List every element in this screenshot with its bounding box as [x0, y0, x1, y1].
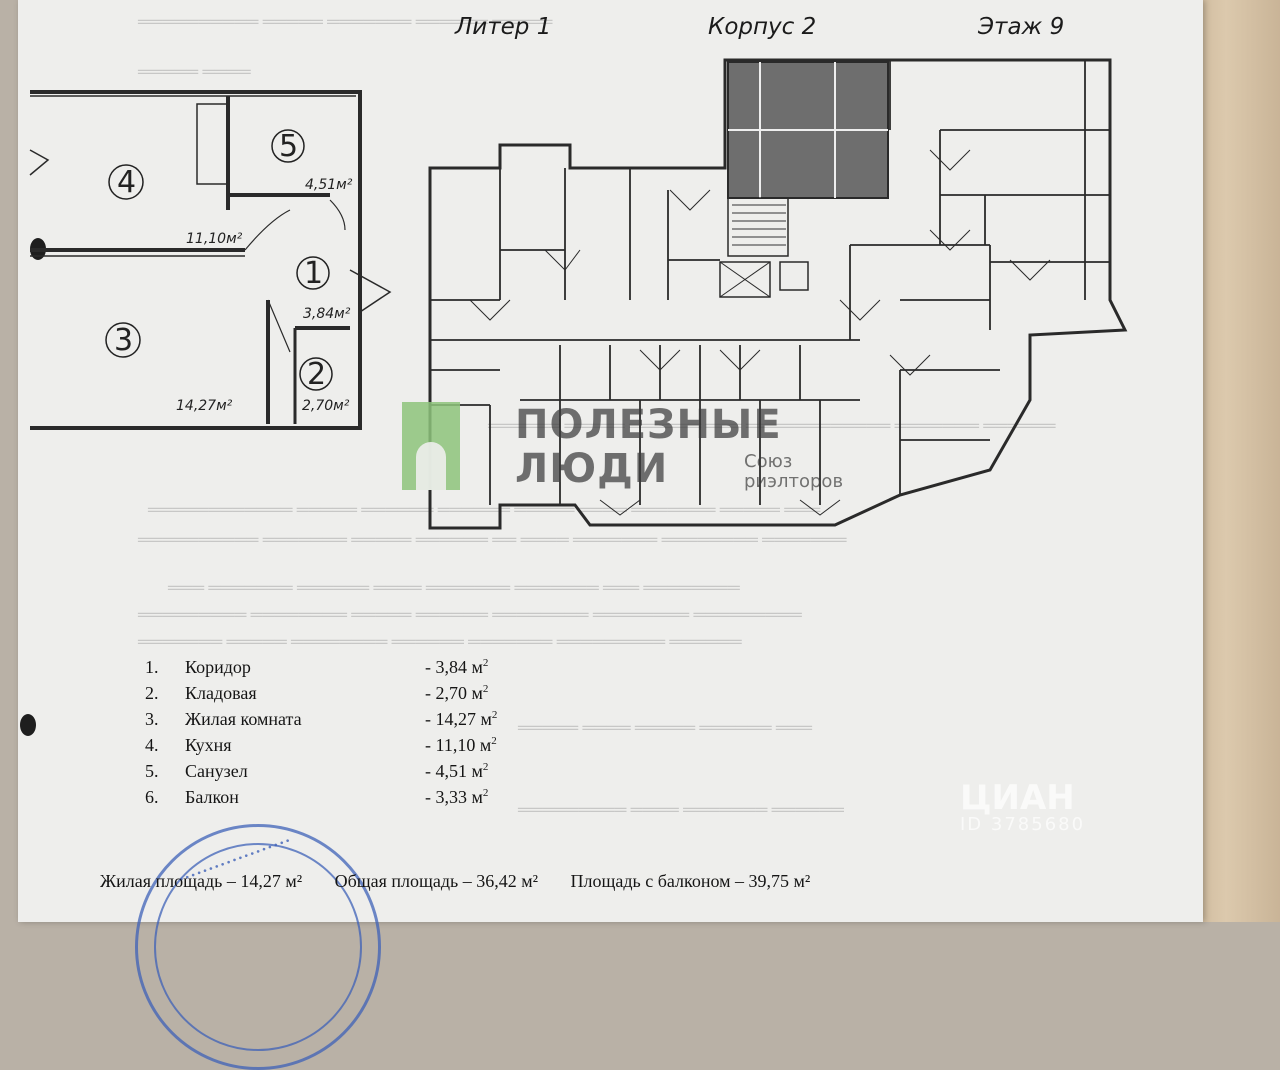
- korpus-label: Корпус 2: [708, 14, 817, 40]
- room-1-area: 3,84м²: [303, 306, 351, 322]
- watermark-line2: ЛЮДИ: [515, 446, 669, 492]
- room-3-number: 3: [114, 323, 133, 358]
- living-area-total: Жилая площадь – 14,27 м²: [100, 871, 303, 891]
- bleed-through-text: ═══════ ═════ ════════ ══════ ═══════ ══…: [138, 632, 742, 651]
- room-2-area: 2,70м²: [302, 398, 350, 414]
- floor-plan-drawing: 5 4,51м² 4 11,10м² 1 3,84м² 3 14,27м² 2 …: [29, 58, 1128, 886]
- room-4-number: 4: [117, 165, 136, 200]
- bleed-through-text: ═════════ ════ ═══════ ══════: [518, 800, 844, 819]
- bleed-through-text: ═══ ═══════ ══════ ════ ═══════ ═══════ …: [168, 578, 740, 597]
- watermark-line3: Союз риэлторов: [744, 451, 844, 492]
- bleed-through-text: ══════════ ═══════ ═════ ══════ ══ ════ …: [138, 530, 847, 549]
- document-sheet: ══════════ ═════ ═══════ ══════ ═════ ══…: [18, 0, 1203, 922]
- bleed-through-text: ════════════ ═════ ══════ ══════ ═════ ═…: [148, 500, 821, 519]
- list-item: 6. Балкон - 3,33 м2: [145, 787, 489, 807]
- room-5-number: 5: [279, 129, 298, 164]
- room-2-number: 2: [307, 357, 326, 392]
- liter-label: Литер 1: [455, 14, 552, 40]
- binder-hole: [20, 714, 36, 736]
- total-area: Общая площадь – 36,42 м²: [334, 871, 539, 891]
- room-4-area: 11,10м²: [186, 231, 243, 247]
- room-3-area: 14,27м²: [176, 398, 233, 414]
- list-item: 3. Жилая комната - 14,27 м2: [145, 709, 498, 729]
- area-totals: Жилая площадь – 14,27 м² Общая площадь –…: [100, 871, 838, 892]
- unit-room-numbers: [105, 129, 333, 391]
- cian-logo: ЦИАН: [960, 778, 1075, 818]
- room-1-number: 1: [304, 256, 323, 291]
- wooden-surface: [1190, 0, 1280, 922]
- room-list: 1. Коридор - 3,84 м2 2. Кладовая - 2,70 …: [145, 657, 545, 813]
- list-item: 2. Кладовая - 2,70 м2: [145, 683, 489, 703]
- unit-plan: [29, 90, 392, 430]
- list-item: 5. Санузел - 4,51 м2: [145, 761, 489, 781]
- cian-watermark: ЦИАН ID 3785680: [960, 778, 1085, 835]
- floor-label: Этаж 9: [978, 14, 1065, 40]
- listing-id: ID 3785680: [960, 814, 1086, 835]
- bleed-through-text: ══════ ═════ ══════ ═══ ════════════ ═══…: [488, 416, 1056, 435]
- floor-plan: [428, 58, 1128, 530]
- official-stamp: [135, 824, 381, 1070]
- room-5-area: 4,51м²: [305, 177, 353, 193]
- area-with-balcony: Площадь с балконом – 39,75 м²: [570, 871, 811, 891]
- list-item: 4. Кухня - 11,10 м2: [145, 735, 497, 755]
- watermark-line1: ПОЛЕЗНЫЕ: [515, 402, 782, 448]
- list-item: 1. Коридор - 3,84 м2: [145, 657, 489, 677]
- bleed-through-text: ═════ ════ ═════ ══════ ═══: [518, 718, 813, 737]
- bleed-through-text: ═════════ ════════ ═════ ══════ ════════…: [138, 605, 802, 624]
- bleed-through-text: ═════ ════: [138, 62, 251, 81]
- bleed-through-text: ══════════ ═════ ═══════ ══════ ═════: [138, 12, 553, 31]
